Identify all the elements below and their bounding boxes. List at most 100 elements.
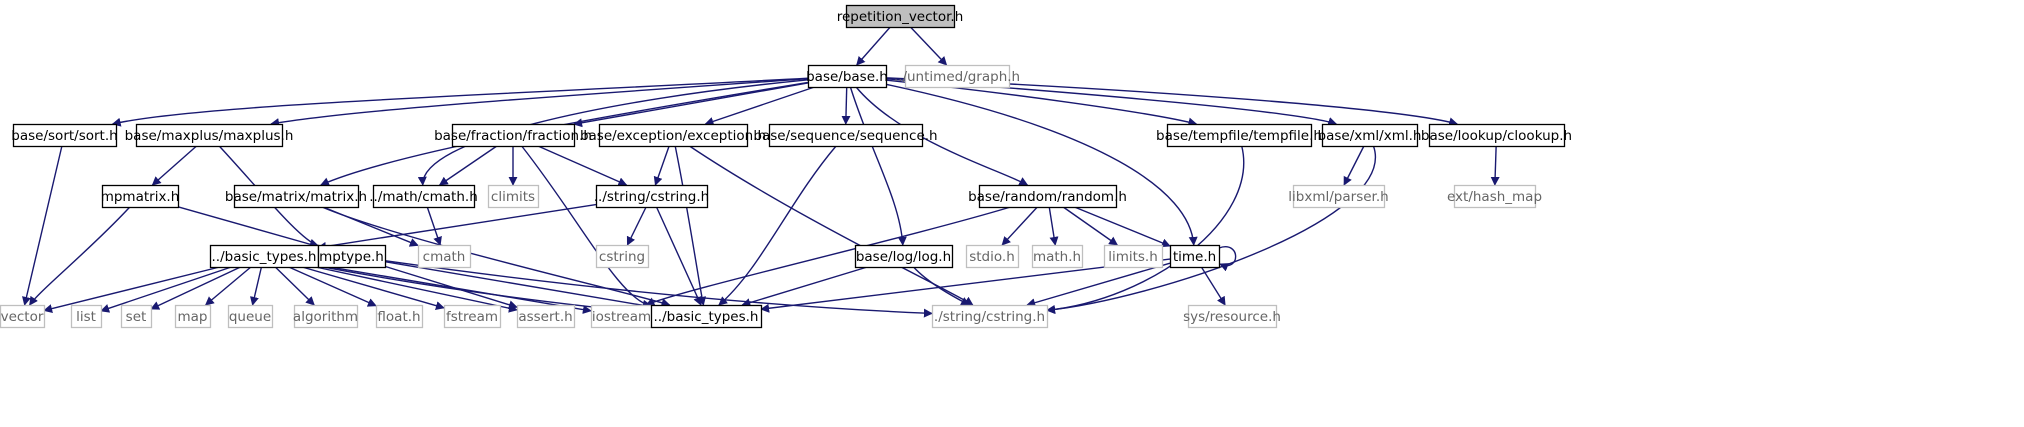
node-label: mptype.h: [319, 249, 384, 265]
node-label: set: [126, 309, 147, 325]
node-box: [417, 244, 472, 269]
node-box: [227, 304, 274, 329]
node-label: ../basic_types.h: [212, 249, 317, 265]
node-box: [375, 304, 424, 329]
edge-log-to-dotcstring: [913, 266, 971, 306]
node-mptype[interactable]: mptype.h: [317, 244, 387, 269]
edge-fraction-to-strcstring: [537, 145, 628, 186]
node-label: mpmatrix.h: [101, 189, 180, 205]
node-label: math.h: [1033, 249, 1081, 265]
node-box: [978, 184, 1118, 209]
edge-random-to-limits: [1062, 206, 1119, 246]
node-strcstring[interactable]: ../string/cstring.h: [594, 184, 709, 209]
node-box: [135, 123, 284, 148]
node-label: algorithm: [293, 309, 358, 325]
edge-maxplus-to-mpmatrix: [151, 145, 198, 186]
node-label: cstring: [599, 249, 645, 265]
edge-basictypes1-to-map: [204, 266, 252, 306]
node-label: base/fraction/fraction.h: [434, 128, 592, 144]
edge-random-to-mathh: [1048, 206, 1059, 246]
node-base[interactable]: base/base.h: [806, 64, 888, 89]
node-basictypes2[interactable]: ../basic_types.h: [650, 304, 763, 329]
node-time[interactable]: time.h: [1169, 244, 1221, 269]
node-label: iostream: [592, 309, 651, 325]
node-label: limits.h: [1108, 249, 1158, 265]
node-box: [768, 123, 924, 148]
node-box: [293, 304, 359, 329]
node-matrix[interactable]: base/matrix/matrix.h: [225, 184, 367, 209]
node-label: stdio.h: [969, 249, 1015, 265]
edge-xml-to-libxml: [1343, 145, 1365, 186]
node-sort[interactable]: base/sort/sort.h: [11, 123, 118, 148]
node-log[interactable]: base/log/log.h: [854, 244, 954, 269]
node-mpmatrix[interactable]: mpmatrix.h: [101, 184, 180, 209]
node-xml[interactable]: base/xml/xml.h: [1318, 123, 1422, 148]
node-label: list: [76, 309, 96, 325]
node-label: sys/resource.h: [1183, 309, 1281, 325]
node-maxplus[interactable]: base/maxplus/maxplus.h: [125, 123, 294, 148]
node-label: base/exception/exception.h: [580, 128, 766, 144]
node-layer: repetition_vector.h base/base.h ../untimed…: [0, 4, 1572, 329]
node-tempfile[interactable]: base/tempfile/tempfile.h: [1156, 123, 1322, 148]
edge-base-to-exception: [704, 86, 815, 126]
node-box: [1453, 184, 1537, 209]
node-label: ../math/cmath.h: [369, 189, 478, 205]
edge-base-to-random: [855, 86, 1029, 186]
node-iostream: iostream: [590, 304, 654, 329]
edge-base-to-mathcmath: [417, 79, 809, 186]
node-label: assert.h: [518, 309, 572, 325]
edge-mptype-to-asserth: [384, 265, 518, 310]
edge-random-to-iostream: [645, 206, 1011, 306]
edge-matrix-to-basictypes2: [321, 206, 671, 307]
node-random[interactable]: base/random/random.h: [968, 184, 1127, 209]
edge-basictypes1-to-asserth: [315, 266, 518, 313]
node-box: [595, 244, 650, 269]
edge-mptype-to-dotcstring: [384, 260, 933, 318]
node-box: [595, 184, 709, 209]
node-box: [1031, 244, 1084, 269]
node-map: map: [174, 304, 212, 329]
node-clookup[interactable]: base/lookup/clookup.h: [1421, 123, 1572, 148]
node-box: [487, 184, 540, 209]
edge-time-to-basictypes2: [760, 258, 1171, 313]
edge-sequence-to-basictypes2: [718, 145, 837, 306]
node-box: [1321, 123, 1419, 148]
node-fraction[interactable]: base/fraction/fraction.h: [434, 123, 592, 148]
node-label: ../untimed/graph.h: [894, 69, 1020, 85]
edge-log-to-basictypes2: [741, 266, 868, 307]
node-set: set: [120, 304, 153, 329]
edge-base-to-log: [849, 86, 907, 246]
node-exception[interactable]: base/exception/exception.h: [580, 123, 766, 148]
node-mathcmath[interactable]: ../math/cmath.h: [369, 184, 478, 209]
edge-basictypes1-to-list: [100, 266, 232, 313]
node-floath: float.h: [375, 304, 424, 329]
node-label: queue: [229, 309, 271, 325]
node-sequence[interactable]: base/sequence/sequence.h: [753, 123, 938, 148]
node-libxml: libxml/parser.h: [1288, 184, 1389, 209]
node-box: [931, 304, 1049, 329]
edge-time-to-time: [1218, 246, 1237, 272]
node-box: [904, 64, 1011, 89]
node-cstring: cstring: [595, 244, 650, 269]
edge-basictypes1-to-vector: [43, 266, 220, 313]
node-label: base/sequence/sequence.h: [753, 128, 937, 144]
edge-fraction-to-basictypes2: [521, 145, 652, 309]
node-box: [516, 304, 576, 329]
node-label: float.h: [377, 309, 420, 325]
edge-random-to-time: [1074, 206, 1171, 248]
edge-strcstring-to-basictypes2: [655, 206, 702, 306]
node-box: [451, 123, 576, 148]
node-label: base/log/log.h: [856, 249, 951, 265]
node-basictypes1[interactable]: ../basic_types.h: [209, 244, 320, 269]
edge-time-to-dotcstring: [1026, 262, 1171, 308]
edge-base-to-maxplus: [270, 78, 809, 128]
node-box: [807, 64, 888, 89]
node-rv[interactable]: repetition_vector.h: [837, 4, 964, 29]
edge-rv-to-base: [856, 26, 891, 66]
node-cmath: cmath: [417, 244, 472, 269]
node-label: ../basic_types.h: [654, 309, 759, 325]
node-list: list: [70, 304, 103, 329]
node-asserth: assert.h: [516, 304, 576, 329]
node-box: [120, 304, 153, 329]
